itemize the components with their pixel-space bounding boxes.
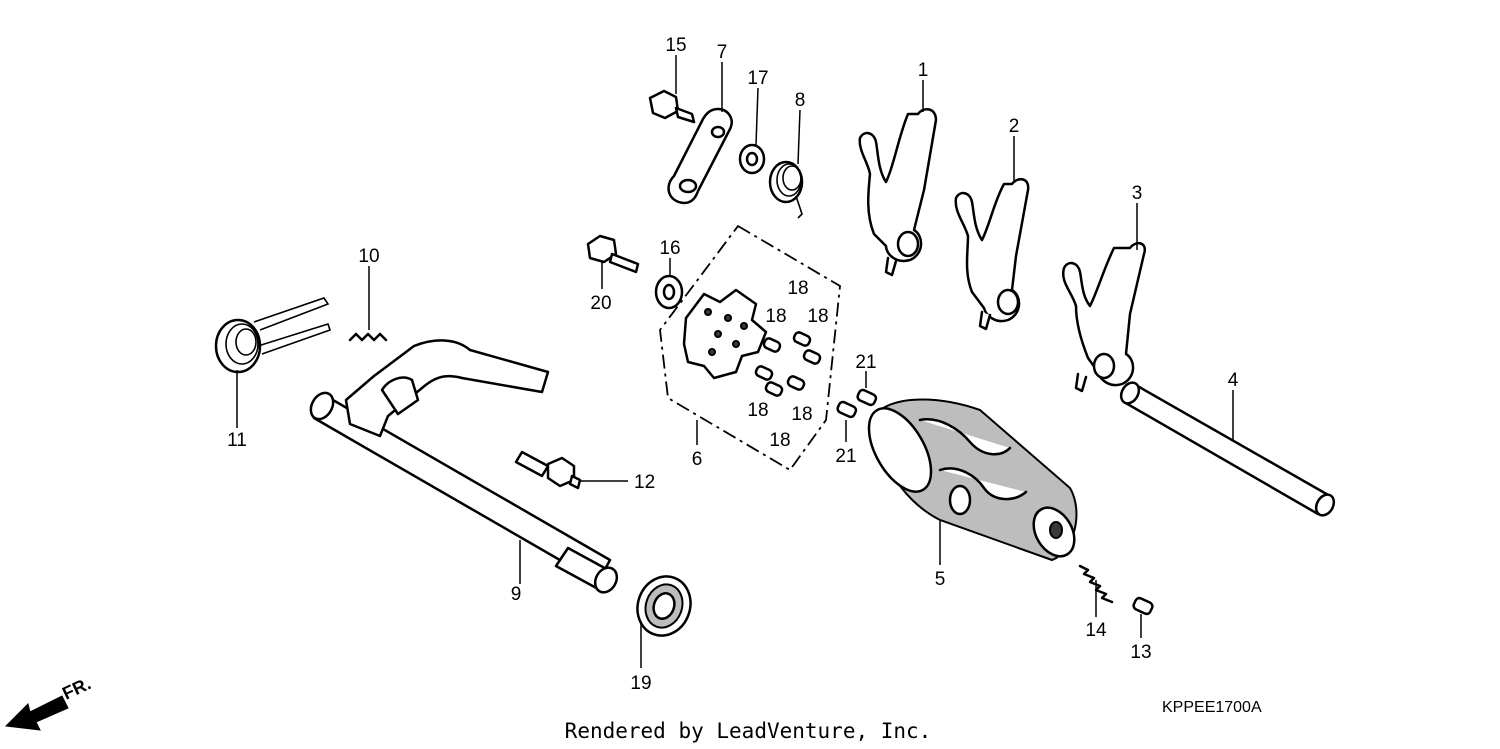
part-11-return-spring[interactable] <box>214 297 332 374</box>
part-19-oil-seal[interactable] <box>629 569 698 643</box>
callout-5[interactable]: 5 <box>935 569 946 590</box>
callout-3[interactable]: 3 <box>1132 183 1143 204</box>
part-1-shift-fork[interactable] <box>858 107 938 277</box>
callout-1[interactable]: 1 <box>918 60 929 81</box>
callout-21-a[interactable]: 21 <box>855 352 876 373</box>
front-arrow-icon <box>4 695 69 731</box>
diagram-code: KPPEE1700A <box>1162 699 1262 716</box>
callout-18-f[interactable]: 18 <box>769 430 790 451</box>
callout-20[interactable]: 20 <box>590 293 611 314</box>
part-9-shift-spindle[interactable] <box>306 339 621 596</box>
part-17-washer[interactable] <box>738 143 766 175</box>
callout-13[interactable]: 13 <box>1130 642 1151 663</box>
callout-2[interactable]: 2 <box>1009 116 1020 137</box>
part-20-bolt[interactable] <box>586 234 640 274</box>
part-21-pins[interactable] <box>836 388 878 419</box>
callout-17[interactable]: 17 <box>747 68 768 89</box>
callout-18-e[interactable]: 18 <box>791 404 812 425</box>
part-15-bolt[interactable] <box>648 89 696 124</box>
callout-18-b[interactable]: 18 <box>765 306 786 327</box>
callout-6[interactable]: 6 <box>692 449 703 470</box>
leader-lines <box>236 55 1234 668</box>
callout-11[interactable]: 11 <box>227 430 247 451</box>
part-4-fork-shaft[interactable] <box>1118 379 1338 518</box>
callout-18-a[interactable]: 18 <box>787 278 808 299</box>
callout-9[interactable]: 9 <box>511 584 522 605</box>
callout-15[interactable]: 15 <box>665 35 686 56</box>
credit-text: Rendered by LeadVenture, Inc. <box>565 719 932 743</box>
part-6-group-boundary <box>659 224 841 472</box>
part-5-shift-drum[interactable] <box>856 398 1082 563</box>
part-3-shift-fork[interactable] <box>1061 241 1147 393</box>
part-8-spring[interactable] <box>768 160 804 219</box>
part-12-pin-bolt[interactable] <box>514 450 582 490</box>
part-7-stopper-arm[interactable] <box>667 107 733 205</box>
callout-19[interactable]: 19 <box>630 673 651 694</box>
callout-18-c[interactable]: 18 <box>807 306 828 327</box>
front-marker-label: FR. <box>59 673 94 703</box>
front-direction-marker: FR. <box>4 673 94 731</box>
callout-21-b[interactable]: 21 <box>835 446 856 467</box>
part-13-pin[interactable] <box>1132 596 1154 616</box>
part-2-shift-fork[interactable] <box>954 177 1030 331</box>
part-16-washer[interactable] <box>654 274 684 310</box>
callout-7[interactable]: 7 <box>717 42 728 63</box>
callout-12[interactable]: 12 <box>634 472 655 493</box>
part-6-shift-drum-center[interactable] <box>682 288 768 380</box>
callout-18-d[interactable]: 18 <box>747 400 768 421</box>
callout-8[interactable]: 8 <box>795 90 806 111</box>
callout-10[interactable]: 10 <box>358 246 379 267</box>
callout-labels: 1 2 3 4 5 6 7 8 9 10 11 12 13 14 15 16 1… <box>227 35 1239 694</box>
callout-16[interactable]: 16 <box>659 238 680 259</box>
callout-14[interactable]: 14 <box>1085 620 1107 641</box>
part-10-spring[interactable] <box>348 332 388 342</box>
callout-4[interactable]: 4 <box>1228 370 1239 391</box>
part-18-pins[interactable] <box>754 331 822 397</box>
